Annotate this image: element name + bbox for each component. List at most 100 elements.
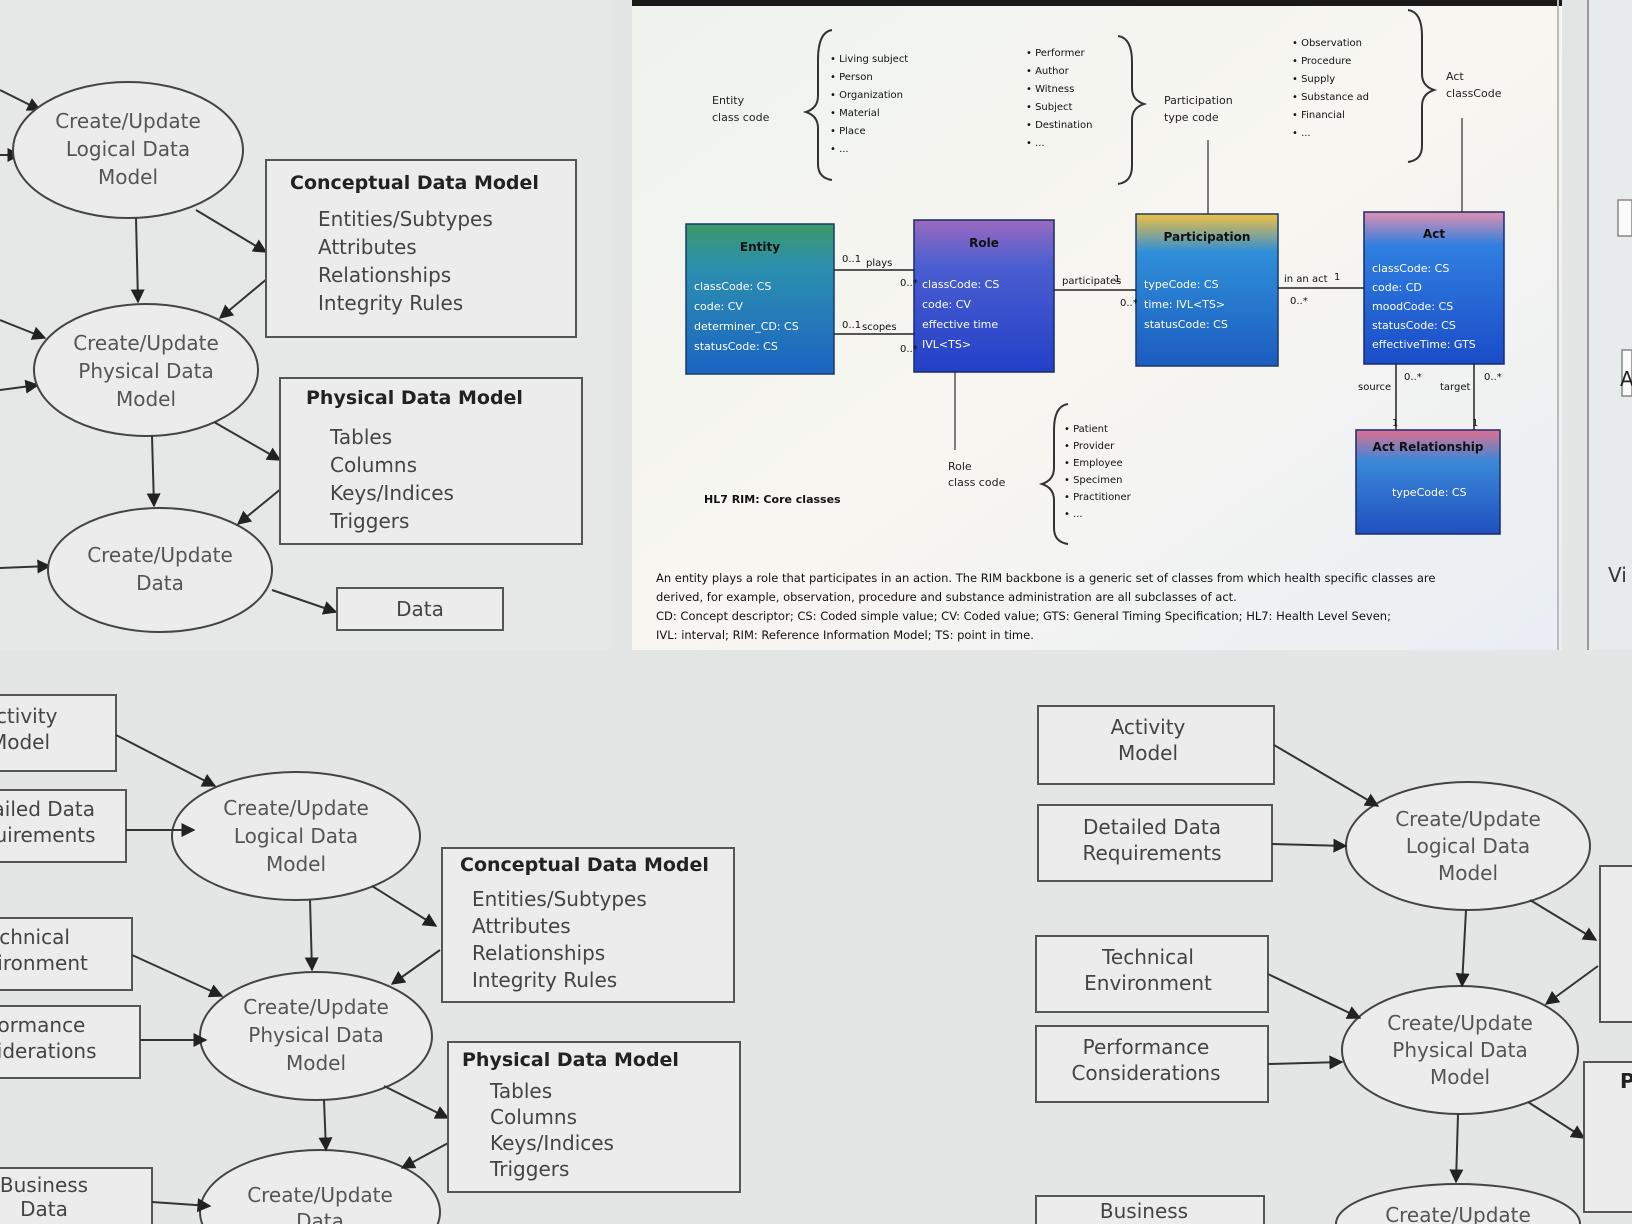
tl-ellipse-data-line1: Create/Update	[87, 543, 233, 567]
rim-role-list-item-0: • Patient	[1064, 424, 1108, 435]
rim-entity-label-1: Entity	[712, 94, 745, 107]
bl-input-activity	[0, 694, 117, 772]
br-ellipse-logical-line3: Model	[1438, 861, 1498, 885]
tl-data-box	[336, 587, 504, 631]
bl-input-business-line1: Business	[0, 1173, 88, 1197]
br-conceptual-box-partial	[1599, 865, 1632, 1023]
edge-word-vi: Vi	[1608, 563, 1627, 587]
tl-ellipse-physical	[33, 303, 259, 437]
rim-participation-list-item-5: • ...	[1026, 138, 1045, 149]
rim-multiplicity-3: 0..*	[900, 344, 918, 355]
br-input-technical-line2: Environment	[1084, 971, 1212, 995]
tl-cdm-item-2: Relationships	[318, 263, 451, 287]
bl-physical-title: Physical Data Model	[462, 1049, 679, 1071]
bl-input-business	[0, 1167, 153, 1224]
tl-physical-box	[279, 377, 583, 545]
rim-multiplicity-0: 0..1	[842, 254, 861, 265]
rim-multiplicity-8: 1	[1392, 418, 1398, 429]
bl-input-detailed	[0, 789, 127, 863]
bl-input-performance-line1: Performance	[0, 1013, 85, 1037]
bl-cdm-item-3: Integrity Rules	[472, 968, 617, 992]
tl-conceptual-title: Conceptual Data Model	[290, 172, 539, 194]
tl-pdm-item-1: Columns	[330, 453, 417, 477]
rim-multiplicity-2: 0..1	[842, 320, 861, 331]
tl-ellipse-physical-line2: Physical Data	[78, 359, 213, 383]
bl-ellipse-data-line2: Data	[296, 1209, 344, 1224]
tl-cdm-item-0: Entities/Subtypes	[318, 207, 493, 231]
bl-cdm-item-0: Entities/Subtypes	[472, 887, 647, 911]
bottom-left-diagram: Activity Model Detailed Data Requirement…	[0, 694, 741, 1224]
rim-entity-attr-3: statusCode: CS	[694, 340, 778, 353]
rim-multiplicity-11: 0..*	[1484, 372, 1502, 383]
rim-class-participation-title: Participation	[1164, 230, 1251, 244]
top-left-diagram: Create/Update Logical Data Model Create/…	[0, 0, 610, 650]
br-ellipse-physical-line1: Create/Update	[1387, 1011, 1533, 1035]
rim-rel-participates: participates	[1062, 276, 1121, 287]
br-ellipse-logical-line1: Create/Update	[1395, 807, 1541, 831]
rim-caption-line-3: IVL: interval; RIM: Reference Informatio…	[656, 628, 1034, 642]
bl-input-business-line2: Data	[20, 1197, 68, 1221]
bl-input-technical-line1: Technical	[0, 925, 70, 949]
bl-conceptual-title: Conceptual Data Model	[460, 854, 709, 876]
bl-input-detailed-line2: Requirements	[0, 823, 96, 847]
tl-ellipse-logical-line2: Logical Data	[66, 137, 190, 161]
rim-caption-line-2: CD: Concept descriptor; CS: Coded simple…	[656, 609, 1391, 623]
tl-ellipse-data-line2: Data	[136, 571, 184, 595]
rim-participation-attr-0: typeCode: CS	[1144, 278, 1219, 291]
rim-rel-scopes: scopes	[862, 322, 897, 333]
br-physical-box-partial	[1583, 1061, 1632, 1213]
tl-pdm-item-0: Tables	[329, 425, 392, 449]
bl-cdm-item-1: Attributes	[472, 914, 571, 938]
tl-physical-title: Physical Data Model	[306, 387, 523, 409]
rim-act-list-item-5: • ...	[1292, 128, 1311, 139]
rim-rel-source: source	[1358, 382, 1391, 393]
rim-participation-list-item-1: • Author	[1026, 66, 1070, 77]
tl-ellipse-logical-line1: Create/Update	[55, 109, 201, 133]
bl-input-activity-line2: Model	[0, 730, 50, 754]
bl-ellipse-physical-line2: Physical Data	[248, 1023, 383, 1047]
br-input-performance-line1: Performance	[1083, 1035, 1210, 1059]
tl-ellipse-physical-line3: Model	[116, 387, 176, 411]
rim-role-label-1: Role	[948, 460, 972, 473]
bottom-right-diagram: Activity Model Detailed Data Requirement…	[1035, 705, 1632, 1224]
right-edge-panel: A Vi	[1587, 0, 1632, 650]
rim-act-list-item-3: • Substance ad	[1292, 92, 1369, 103]
rim-participation-list-item-3: • Subject	[1026, 102, 1073, 113]
br-input-performance-line2: Considerations	[1071, 1061, 1220, 1085]
rim-act-list-item-1: • Procedure	[1292, 56, 1351, 67]
br-input-detailed	[1037, 804, 1273, 882]
rim-multiplicity-7: 0..*	[1290, 296, 1308, 307]
rim-participation-attr-2: statusCode: CS	[1144, 318, 1228, 331]
rim-entity-label-2: class code	[712, 111, 770, 124]
rim-participation-list-item-0: • Performer	[1026, 48, 1085, 59]
br-ellipse-data	[1335, 1183, 1581, 1224]
br-input-activity-line1: Activity	[1111, 715, 1186, 739]
tl-ellipse-logical	[12, 81, 244, 219]
tl-data-box-label: Data	[396, 597, 444, 621]
br-input-technical	[1035, 935, 1269, 1013]
bl-pdm-item-0: Tables	[489, 1079, 552, 1103]
bl-input-performance-line2: Considerations	[0, 1039, 97, 1063]
tl-ellipse-logical-line3: Model	[98, 165, 158, 189]
rim-rel-in-an-act: in an act	[1284, 274, 1328, 285]
tl-ellipse-data	[47, 507, 273, 633]
rim-entity-list-item-2: • Organization	[830, 90, 903, 101]
rim-rel-plays: plays	[866, 258, 892, 269]
rim-role-attr-3: IVL<TS>	[922, 338, 971, 351]
tl-pdm-item-2: Keys/Indices	[330, 481, 454, 505]
rim-class-participation: Participation typeCode: CS time: IVL<TS> s…	[1135, 213, 1279, 367]
bl-pdm-item-1: Columns	[490, 1105, 577, 1129]
rim-core-caption: HL7 RIM: Core classes	[704, 493, 841, 506]
rim-participation-attr-1: time: IVL<TS>	[1144, 298, 1225, 311]
rim-role-attr-2: effective time	[922, 318, 998, 331]
bl-ellipse-logical	[171, 771, 421, 901]
rim-entity-attr-2: determiner_CD: CS	[694, 320, 799, 333]
bl-ellipse-physical-line1: Create/Update	[243, 995, 389, 1019]
rim-multiplicity-5: 0..*	[1120, 298, 1138, 309]
rim-role-label-2: class code	[948, 476, 1006, 489]
rim-role-attr-0: classCode: CS	[922, 278, 999, 291]
bl-ellipse-logical-line2: Logical Data	[234, 824, 358, 848]
br-input-business-line1: Business	[1100, 1199, 1188, 1223]
